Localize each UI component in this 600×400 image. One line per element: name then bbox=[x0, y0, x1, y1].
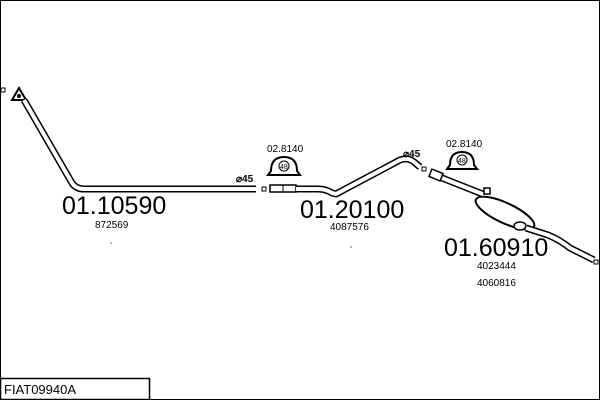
part-reference: 4087576 bbox=[330, 222, 369, 233]
clamp-number: 02.8140 bbox=[267, 144, 304, 155]
clamp-number: 02.8140 bbox=[446, 139, 483, 150]
connector-marker bbox=[261, 186, 267, 192]
part-rear-silencer: 01.60910 4023444 4060816 bbox=[427, 168, 599, 289]
part-front-pipe: ⌀45 01.10590 872569 bbox=[0, 86, 256, 244]
muffler-icon bbox=[474, 195, 536, 231]
connector-marker bbox=[0, 87, 6, 93]
part-reference: 872569 bbox=[95, 220, 129, 231]
part-intermediate-pipe: ⌀45 01.20100 4087576 bbox=[261, 149, 427, 248]
pipe-diameter: ⌀45 bbox=[236, 174, 254, 185]
part-number: 01.10590 bbox=[62, 192, 166, 220]
connector-marker bbox=[593, 259, 599, 265]
clamp-1: 02.8140 48 bbox=[266, 144, 304, 176]
clamp-2: 02.8140 48 bbox=[445, 139, 483, 170]
footer: FIAT09940A bbox=[0, 377, 151, 400]
diagram-code: FIAT09940A bbox=[4, 382, 76, 397]
clamp-size: 48 bbox=[458, 158, 466, 165]
connector-marker bbox=[421, 166, 427, 172]
part-reference: 4023444 bbox=[477, 261, 516, 272]
part-number: 01.60910 bbox=[444, 234, 548, 262]
part-reference: 4060816 bbox=[477, 278, 516, 289]
part-number: 01.20100 bbox=[300, 196, 404, 224]
clamp-size: 48 bbox=[280, 164, 288, 171]
pipe-diameter: ⌀45 bbox=[403, 149, 421, 160]
